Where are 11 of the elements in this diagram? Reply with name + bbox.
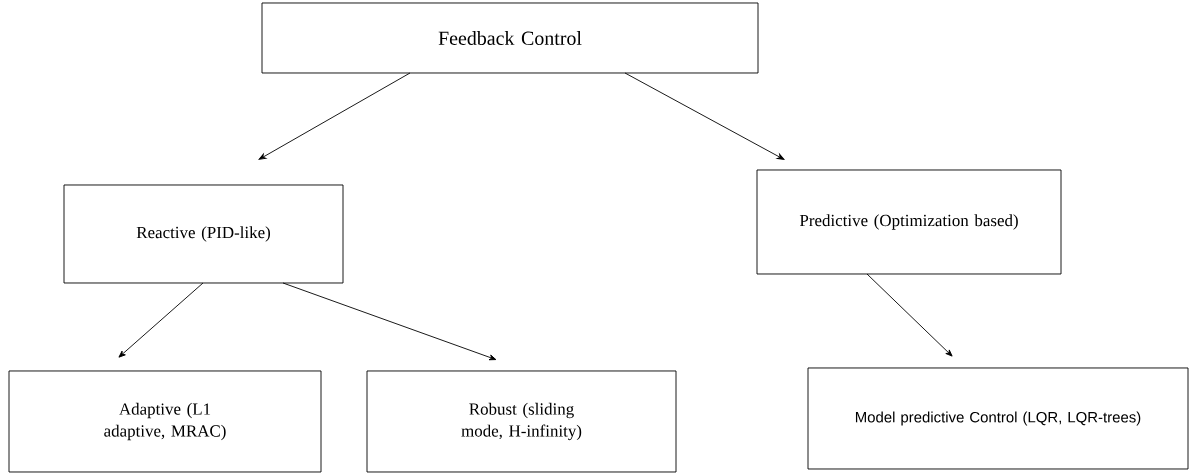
category-box: Model predictive Control (LQR, LQR-trees) [807, 367, 1189, 470]
arrow [282, 282, 497, 361]
arrow [118, 282, 204, 358]
category-box: Feedback Control [261, 2, 759, 74]
arrow [624, 72, 785, 160]
arrow [866, 273, 953, 357]
category-box: Robust (sliding mode, H-infinity) [366, 370, 677, 473]
category-box: Reactive (PID-like) [63, 184, 344, 284]
category-box: Predictive (Optimization based) [756, 169, 1062, 275]
arrow [258, 72, 411, 160]
category-box: Adaptive (L1 adaptive, MRAC) [8, 370, 322, 473]
